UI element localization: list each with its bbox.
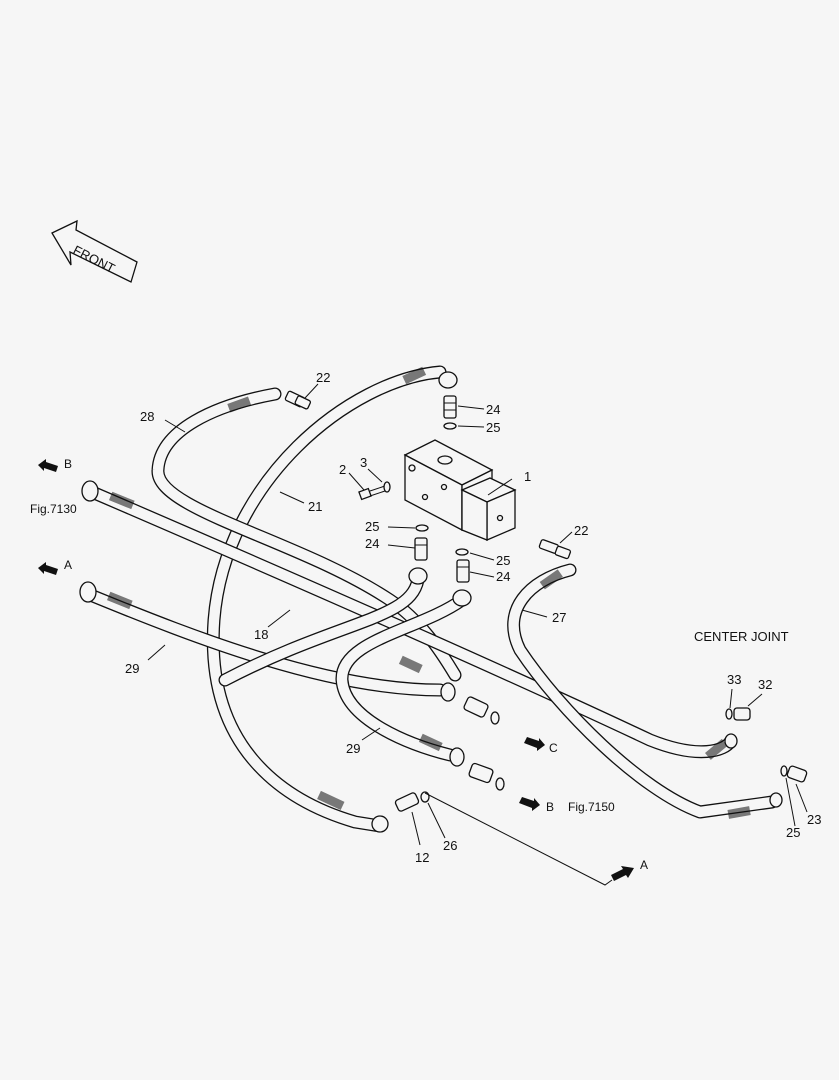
part-label-27: 27 bbox=[552, 610, 566, 625]
arrow-label-b-right: B bbox=[546, 800, 554, 814]
arrow-label-a-left: A bbox=[64, 558, 72, 572]
hose-29-center bbox=[335, 593, 469, 762]
fitting-32 bbox=[733, 707, 751, 721]
arrow-label-b-left: B bbox=[64, 457, 72, 471]
part-label-21: 21 bbox=[308, 499, 322, 514]
hose-braid-marks bbox=[107, 366, 751, 819]
part-label-24-left: 24 bbox=[365, 536, 379, 551]
fig-7150-ref: Fig.7150 bbox=[568, 800, 615, 814]
oring-33 bbox=[725, 708, 733, 720]
fitting-23 bbox=[786, 765, 808, 783]
arrow-label-a-bottom: A bbox=[640, 858, 648, 872]
part-label-24-top: 24 bbox=[486, 402, 500, 417]
part-label-1: 1 bbox=[524, 469, 531, 484]
fitting-24-right bbox=[456, 559, 470, 583]
oring-25-left bbox=[415, 524, 429, 532]
part-label-25-bottom: 25 bbox=[786, 825, 800, 840]
fitting-22-right bbox=[538, 539, 572, 560]
oring-25-right bbox=[455, 548, 469, 556]
arrow-label-c: C bbox=[549, 741, 558, 755]
hose-connector-left bbox=[218, 573, 425, 687]
valve-block bbox=[403, 439, 517, 541]
part-label-33: 33 bbox=[727, 672, 741, 687]
part-label-32: 32 bbox=[758, 677, 772, 692]
arrow-left-a bbox=[38, 562, 58, 575]
part-label-25-top: 25 bbox=[486, 420, 500, 435]
part-label-29-center: 29 bbox=[346, 741, 360, 756]
arrow-bottom-a bbox=[611, 866, 634, 881]
direction-arrows bbox=[38, 459, 634, 881]
adapter-center-lower bbox=[468, 762, 505, 791]
oring-25-top bbox=[443, 422, 457, 430]
part-label-26: 26 bbox=[443, 838, 457, 853]
fitting-22-top bbox=[284, 390, 312, 410]
part-label-23: 23 bbox=[807, 812, 821, 827]
arrow-left-b bbox=[38, 459, 58, 472]
front-arrow: FRONT bbox=[51, 219, 138, 283]
hose-21 bbox=[206, 365, 447, 833]
fig-7130-ref: Fig.7130 bbox=[30, 502, 77, 516]
fitting-24-top bbox=[443, 395, 457, 419]
adapter-12 bbox=[394, 792, 420, 812]
part-label-29-left: 29 bbox=[125, 661, 139, 676]
hose-27 bbox=[507, 563, 779, 819]
part-label-25-right: 25 bbox=[496, 553, 510, 568]
part-label-12: 12 bbox=[415, 850, 429, 865]
part-label-28: 28 bbox=[140, 409, 154, 424]
fitting-24-left bbox=[414, 537, 428, 561]
hose-end-nuts bbox=[79, 371, 783, 833]
part-label-3: 3 bbox=[360, 455, 367, 470]
center-joint-label: CENTER JOINT bbox=[694, 629, 789, 644]
arrow-right-c bbox=[524, 737, 545, 751]
part-label-25-left: 25 bbox=[365, 519, 379, 534]
part-label-24-right: 24 bbox=[496, 569, 510, 584]
leader-lines bbox=[147, 383, 808, 886]
part-label-2: 2 bbox=[339, 462, 346, 477]
arrow-right-b bbox=[519, 797, 540, 811]
part-label-18: 18 bbox=[254, 627, 268, 642]
part-label-22-top: 22 bbox=[316, 370, 330, 385]
oring-25-center-joint bbox=[780, 765, 788, 777]
part-label-22-right: 22 bbox=[574, 523, 588, 538]
adapter-center-upper bbox=[463, 696, 500, 725]
hose-18 bbox=[85, 485, 737, 759]
washer-3 bbox=[383, 481, 391, 493]
